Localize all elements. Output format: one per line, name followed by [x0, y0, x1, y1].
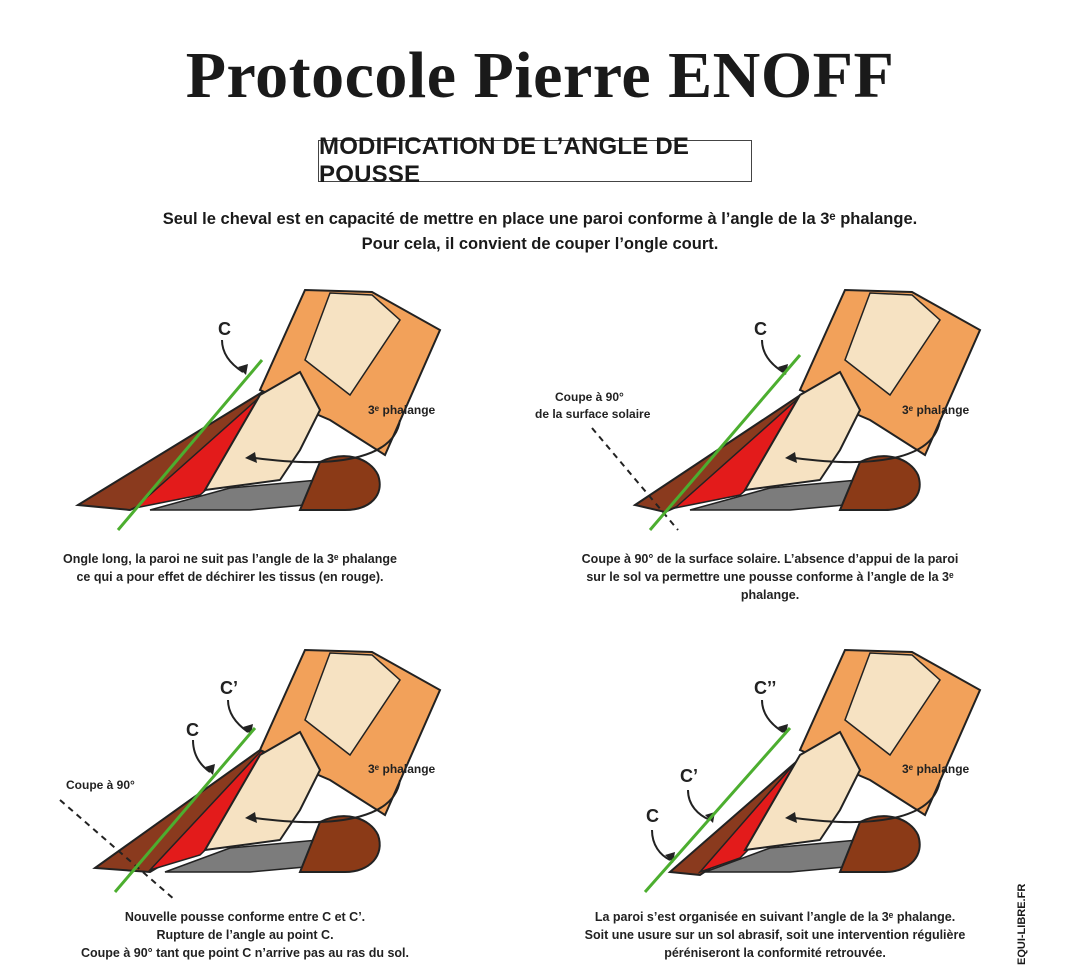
coffin-bone	[203, 370, 322, 492]
hoof-illustration	[643, 648, 982, 893]
panel-1-long-hoof: C 3ᵉ phalange Ongle long, la paroi ne su…	[0, 285, 540, 615]
label-c-prime: C’	[680, 766, 698, 786]
label-phalange: 3ᵉ phalange	[368, 762, 436, 776]
phalange-arrow	[794, 419, 941, 464]
arrow-head	[785, 452, 797, 463]
label-phalange: 3ᵉ phalange	[902, 762, 970, 776]
caption-line: Nouvelle pousse conforme entre C et C’.	[124, 910, 366, 924]
intro-line-1: Seul le cheval est en capacité de mettre…	[162, 210, 918, 228]
caption-line: La paroi s’est organisée en suivant l’an…	[594, 910, 956, 924]
heel-bulb	[838, 815, 921, 873]
coffin-bone	[743, 730, 862, 852]
panel-4-conforming: C C’ C’’ 3ᵉ phalange La paroi s’est orga…	[540, 640, 1080, 970]
hoof-diagram-2	[591, 288, 982, 531]
subtitle-box: MODIFICATION DE L’ANGLE DE POUSSE	[318, 133, 752, 188]
intro-line-2: Pour cela, il convient de couper l’ongle…	[361, 235, 719, 253]
panel-3-new-growth: C C’ 3ᵉ phalange Coupe à 90° Nouvelle po…	[0, 640, 540, 970]
pastern-stripes	[844, 652, 941, 757]
caption-line: sur le sol va permettre une pousse confo…	[586, 570, 954, 602]
caption-line: Rupture de l’angle au point C.	[156, 928, 334, 942]
pastern-stripes	[304, 652, 401, 757]
label-phalange: 3ᵉ phalange	[368, 403, 436, 417]
coffin-bone	[743, 370, 862, 492]
c-arrow	[761, 339, 784, 373]
c-arrow-head	[205, 764, 215, 775]
caption-4: La paroi s’est organisée en suivant l’an…	[565, 908, 985, 962]
label-cut-1: Coupe à 90°	[66, 778, 135, 792]
green-angle-line	[116, 359, 264, 531]
label-c-double-prime: C’’	[754, 678, 777, 698]
heel-bulb	[298, 455, 381, 511]
caption-2: Coupe à 90° de la surface solaire. L’abs…	[560, 550, 980, 604]
green-angle-line	[643, 727, 792, 893]
c-arrow-head	[238, 364, 248, 375]
label-phalange: 3ᵉ phalange	[902, 403, 970, 417]
hoof-illustration	[591, 288, 982, 531]
c-arrow	[651, 829, 671, 861]
arrow-head	[785, 812, 797, 823]
phalange-arrow	[254, 419, 401, 464]
page-title: Protocole Pierre ENOFF	[185, 39, 895, 112]
phalange-arrow	[794, 779, 941, 824]
heel-bulb	[298, 815, 381, 873]
caption-line: ce qui a pour effet de déchirer les tiss…	[76, 570, 384, 584]
hoof-diagram-4	[643, 648, 982, 893]
arrow-head	[245, 812, 257, 823]
heel-bulb	[838, 455, 921, 511]
label-c: C	[218, 319, 231, 339]
panel-2-cut-90: C 3ᵉ phalange Coupe à 90° de la surface …	[535, 285, 1080, 615]
arrow-head	[245, 452, 257, 463]
caption-1: Ongle long, la paroi ne suit pas l’angle…	[40, 550, 420, 586]
cut-dashed-line	[591, 427, 679, 531]
label-c: C	[186, 720, 199, 740]
hoof-illustration	[74, 288, 442, 512]
caption-line: Ongle long, la paroi ne suit pas l’angle…	[63, 552, 397, 566]
c2-arrow	[227, 699, 249, 733]
green-angle-line	[648, 354, 802, 531]
label-cut-2: de la surface solaire	[535, 407, 651, 421]
c3-arrow	[761, 699, 784, 733]
caption-line: Soit une usure sur un sol abrasif, soit …	[584, 928, 966, 942]
caption-line: péréniseront la conformité retrouvée.	[664, 946, 886, 960]
label-cut-1: Coupe à 90°	[555, 390, 624, 404]
intro-text: Seul le cheval est en capacité de mettre…	[0, 207, 1080, 257]
green-angle-line	[113, 727, 257, 893]
label-c: C	[754, 319, 767, 339]
site-credit: EQUI-LIBRE.FR	[1016, 883, 1028, 965]
caption-3: Nouvelle pousse conforme entre C et C’. …	[40, 908, 450, 962]
caption-line: Coupe à 90° de la surface solaire. L’abs…	[581, 552, 959, 566]
caption-line: Coupe à 90° tant que point C n’arrive pa…	[81, 946, 409, 960]
hoof-diagram-3	[59, 648, 442, 901]
c-arrow	[221, 339, 244, 373]
label-c: C	[646, 806, 659, 826]
pastern-stripes	[844, 292, 941, 397]
coffin-bone	[203, 730, 322, 852]
hoof-diagram-1	[74, 288, 442, 531]
phalange-arrow	[254, 779, 401, 824]
label-c-prime: C’	[220, 678, 238, 698]
cut-dashed-line	[59, 799, 176, 901]
hoof-illustration	[59, 648, 442, 901]
c-arrow	[192, 739, 211, 773]
c2-arrow	[687, 789, 711, 821]
pastern-stripes	[304, 292, 401, 397]
